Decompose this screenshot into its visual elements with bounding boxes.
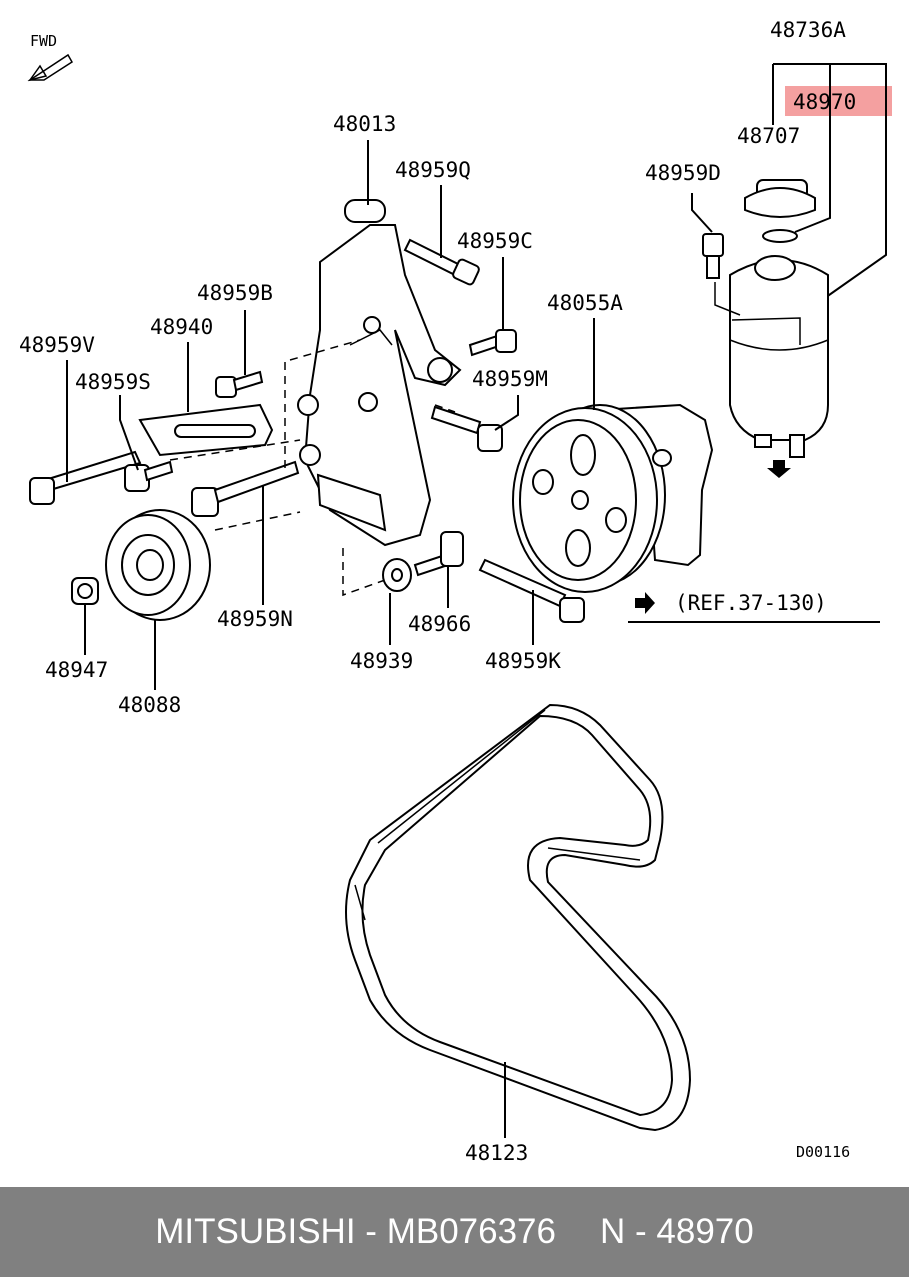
label-48970: 48970 [793,90,856,114]
footer-separator: - [365,1212,377,1251]
fwd-label: FWD [30,32,57,50]
label-48959N: 48959N [217,607,293,631]
footer-ref-prefix: N [599,1212,626,1251]
bolt-48959D [702,233,724,279]
label-48055A: 48055A [547,291,623,315]
label-48947: 48947 [45,658,108,682]
nut-48947 [71,577,99,605]
label-48959B: 48959B [197,281,273,305]
drawing-code: D00116 [796,1143,850,1161]
label-48959Q: 48959Q [395,158,471,182]
reservoir-cap [744,179,816,243]
bracket-48013 [297,199,462,547]
nut-48959S [124,460,174,492]
bolt-48959N [191,460,300,517]
power-steering-pump-48055A [512,403,714,593]
footer-ref-number: 48970 [656,1212,754,1251]
bolt-48959V [29,450,142,505]
label-48940: 48940 [150,315,213,339]
footer-bar [0,1187,909,1277]
bracket-48940 [138,403,274,457]
parts-diagram: FWD [19,18,892,1165]
footer-caption: MITSUBISHI - MB076376 N - 48970 [0,1187,909,1277]
label-48939: 48939 [350,649,413,673]
label-48959K: 48959K [485,649,561,673]
label-48959V: 48959V [19,333,95,357]
bolt-48959K [478,558,585,623]
down-arrow-icon [767,460,791,478]
label-48736A: 48736A [770,18,846,42]
ref-note: (REF.37-130) [675,591,827,615]
footer-part-number: MB076376 [386,1212,556,1251]
reservoir-tank [729,255,829,458]
bolt-48959M [430,405,503,452]
bolt-48959B [215,370,264,398]
bolt-48966 [413,531,464,577]
label-48013: 48013 [333,112,396,136]
label-48959M: 48959M [472,367,548,391]
label-48966: 48966 [408,612,471,636]
footer-ref-info: N - 48970 [600,1212,754,1252]
label-48088: 48088 [118,693,181,717]
idler-pulley-48088 [105,509,211,621]
bolt-48959Q [403,238,480,286]
label-48959C: 48959C [457,229,533,253]
footer-ref-separator: - [635,1212,647,1251]
footer-part-info: MITSUBISHI - MB076376 [155,1212,556,1252]
fwd-arrow-icon [27,53,74,82]
drive-belt-48123 [345,703,692,1132]
label-48707: 48707 [737,124,800,148]
washer-48939 [382,558,412,592]
label-48959S: 48959S [75,370,151,394]
label-48959D: 48959D [645,161,721,185]
bolt-48959C [468,329,517,357]
footer-brand: MITSUBISHI [155,1212,356,1251]
label-48123: 48123 [465,1141,528,1165]
ref-arrow-icon [635,592,655,614]
highlight-48970 [785,86,892,116]
